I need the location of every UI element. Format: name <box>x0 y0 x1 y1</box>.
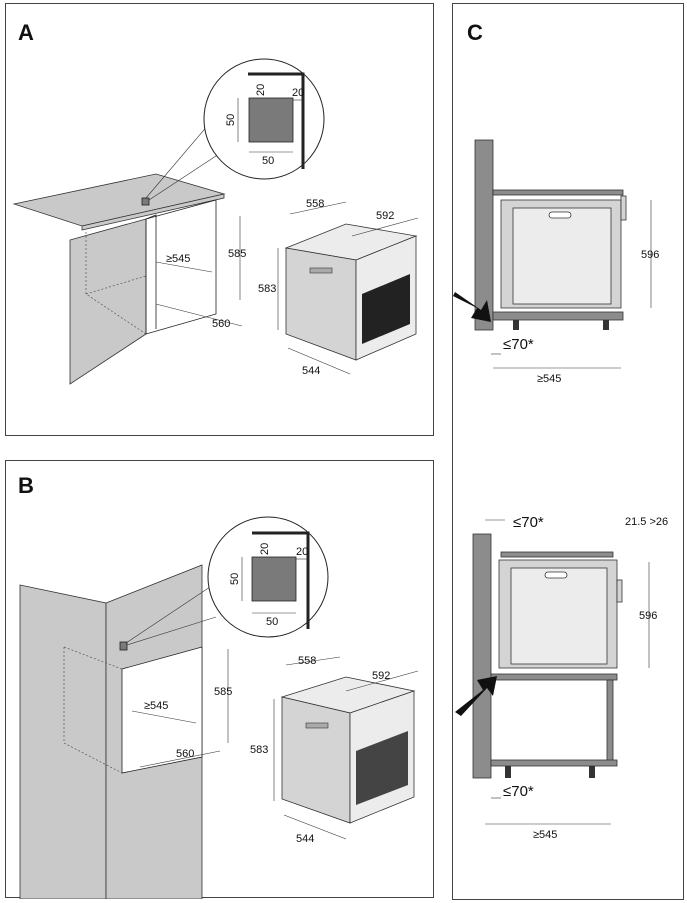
panel-b-label: B <box>18 473 34 498</box>
bottom-clearance: 21.5 >26 <box>625 516 668 528</box>
top-height: 596 <box>641 249 659 261</box>
top-oven-door <box>512 207 612 305</box>
top-depth: ≥545 <box>537 373 561 385</box>
top-arrow-icon <box>453 292 491 322</box>
tall-cabinet-side <box>19 584 107 899</box>
top-base-plate <box>492 311 624 321</box>
oven-side <box>281 696 351 824</box>
callout-line-2 <box>145 123 210 199</box>
cabinet-side-wall <box>69 218 147 385</box>
oven-width: 592 <box>376 210 394 222</box>
cabinet-hidden-floor <box>85 275 147 295</box>
panel-b-drawing: B 50 50 20 20 ≥545 585 560 55 <box>18 473 419 899</box>
panel-a: A 50 50 20 20 ≥545 585 560 <box>5 3 434 436</box>
bottom-foot-left <box>505 766 511 778</box>
oven-depth-top-line <box>289 201 347 215</box>
top-foot-left <box>513 320 519 330</box>
detail-vent <box>251 556 297 602</box>
cabinet-opening <box>121 646 203 774</box>
bottom-arrow-icon <box>455 676 497 716</box>
detail-gap-top: 20 <box>255 84 267 96</box>
detail-gap-side: 20 <box>296 546 308 558</box>
cabinet-depth-line <box>155 303 243 327</box>
top-foot-right <box>603 320 609 330</box>
callout-line-2 <box>126 616 217 646</box>
detail-vent-width: 50 <box>266 616 278 628</box>
oven-depth-side: 544 <box>302 365 320 377</box>
oven-height: 583 <box>258 283 276 295</box>
bottom-oven-handle <box>544 571 568 579</box>
top-wall <box>474 139 494 331</box>
detail-vent <box>248 97 294 143</box>
callout-line-1 <box>125 586 211 644</box>
top-oven-handle <box>548 211 572 219</box>
panel-c-drawing: C 596 ≤70* ≥545 ≤70* 21.5 >26 <box>453 20 668 841</box>
cabinet-width: ≥545 <box>144 700 168 712</box>
vent-marker <box>119 641 128 651</box>
panel-b: B 50 50 20 20 ≥545 585 560 55 <box>5 460 434 899</box>
oven-side <box>285 247 357 361</box>
cabinet-width-line <box>131 710 197 724</box>
panel-a-label: A <box>18 20 34 45</box>
panel-c: C 596 ≤70* ≥545 ≤70* 21.5 >26 <box>452 3 684 900</box>
bottom-cabinet-side <box>606 679 614 765</box>
oven-depth-side-line <box>283 814 347 840</box>
vent-marker <box>141 197 150 206</box>
oven-width-line <box>345 670 419 692</box>
top-gap: ≤70* <box>503 336 534 353</box>
bottom-shelf-top <box>500 551 614 558</box>
oven-depth-top: 558 <box>298 655 316 667</box>
bottom-gap-bottom: ≤70* <box>503 783 534 800</box>
detail-vent-height: 50 <box>225 114 237 126</box>
cabinet-depth: 560 <box>176 748 194 760</box>
bottom-oven-door <box>510 567 608 665</box>
detail-corner <box>252 531 310 629</box>
cabinet-height: 585 <box>214 686 232 698</box>
cabinet-width: ≥545 <box>166 253 190 265</box>
bottom-oven-shelf <box>490 673 618 681</box>
oven-handle <box>305 722 329 729</box>
oven-handle <box>309 267 333 274</box>
oven-window <box>356 731 408 805</box>
bottom-height: 596 <box>639 610 657 622</box>
oven-width: 592 <box>372 670 390 682</box>
oven-depth-side: 544 <box>296 833 314 845</box>
detail-gap-top: 20 <box>259 543 271 555</box>
bottom-depth: ≥545 <box>533 829 557 841</box>
bottom-base-plate <box>490 759 618 767</box>
countertop-edge <box>81 193 225 231</box>
detail-vent-width: 50 <box>262 155 274 167</box>
cabinet-depth-line <box>139 750 221 768</box>
bottom-wall <box>472 533 492 779</box>
bottom-foot-right <box>589 766 595 778</box>
cabinet-hidden-edge <box>63 647 123 774</box>
oven-depth-top-line <box>285 656 341 666</box>
bottom-oven-knob <box>616 579 623 603</box>
oven-height: 583 <box>250 744 268 756</box>
panel-c-label: C <box>467 20 483 45</box>
oven-window <box>362 274 410 344</box>
detail-corner <box>248 72 305 169</box>
cabinet-height: 585 <box>228 248 246 260</box>
cabinet-width-line <box>155 261 213 273</box>
bottom-gap-top: ≤70* <box>513 514 544 531</box>
oven-depth-side-line <box>287 347 351 375</box>
detail-vent-height: 50 <box>229 573 241 585</box>
top-oven-knob <box>620 195 627 221</box>
cabinet-opening <box>145 199 217 335</box>
oven-depth-top: 558 <box>306 198 324 210</box>
oven-width-line <box>351 217 419 237</box>
detail-gap-side: 20 <box>292 87 304 99</box>
panel-a-drawing: A 50 50 20 20 ≥545 585 560 <box>12 20 419 385</box>
top-countertop <box>492 189 624 196</box>
cabinet-depth: 560 <box>212 318 230 330</box>
cabinet-inner-edge <box>145 214 157 329</box>
callout-line-1 <box>148 153 220 201</box>
